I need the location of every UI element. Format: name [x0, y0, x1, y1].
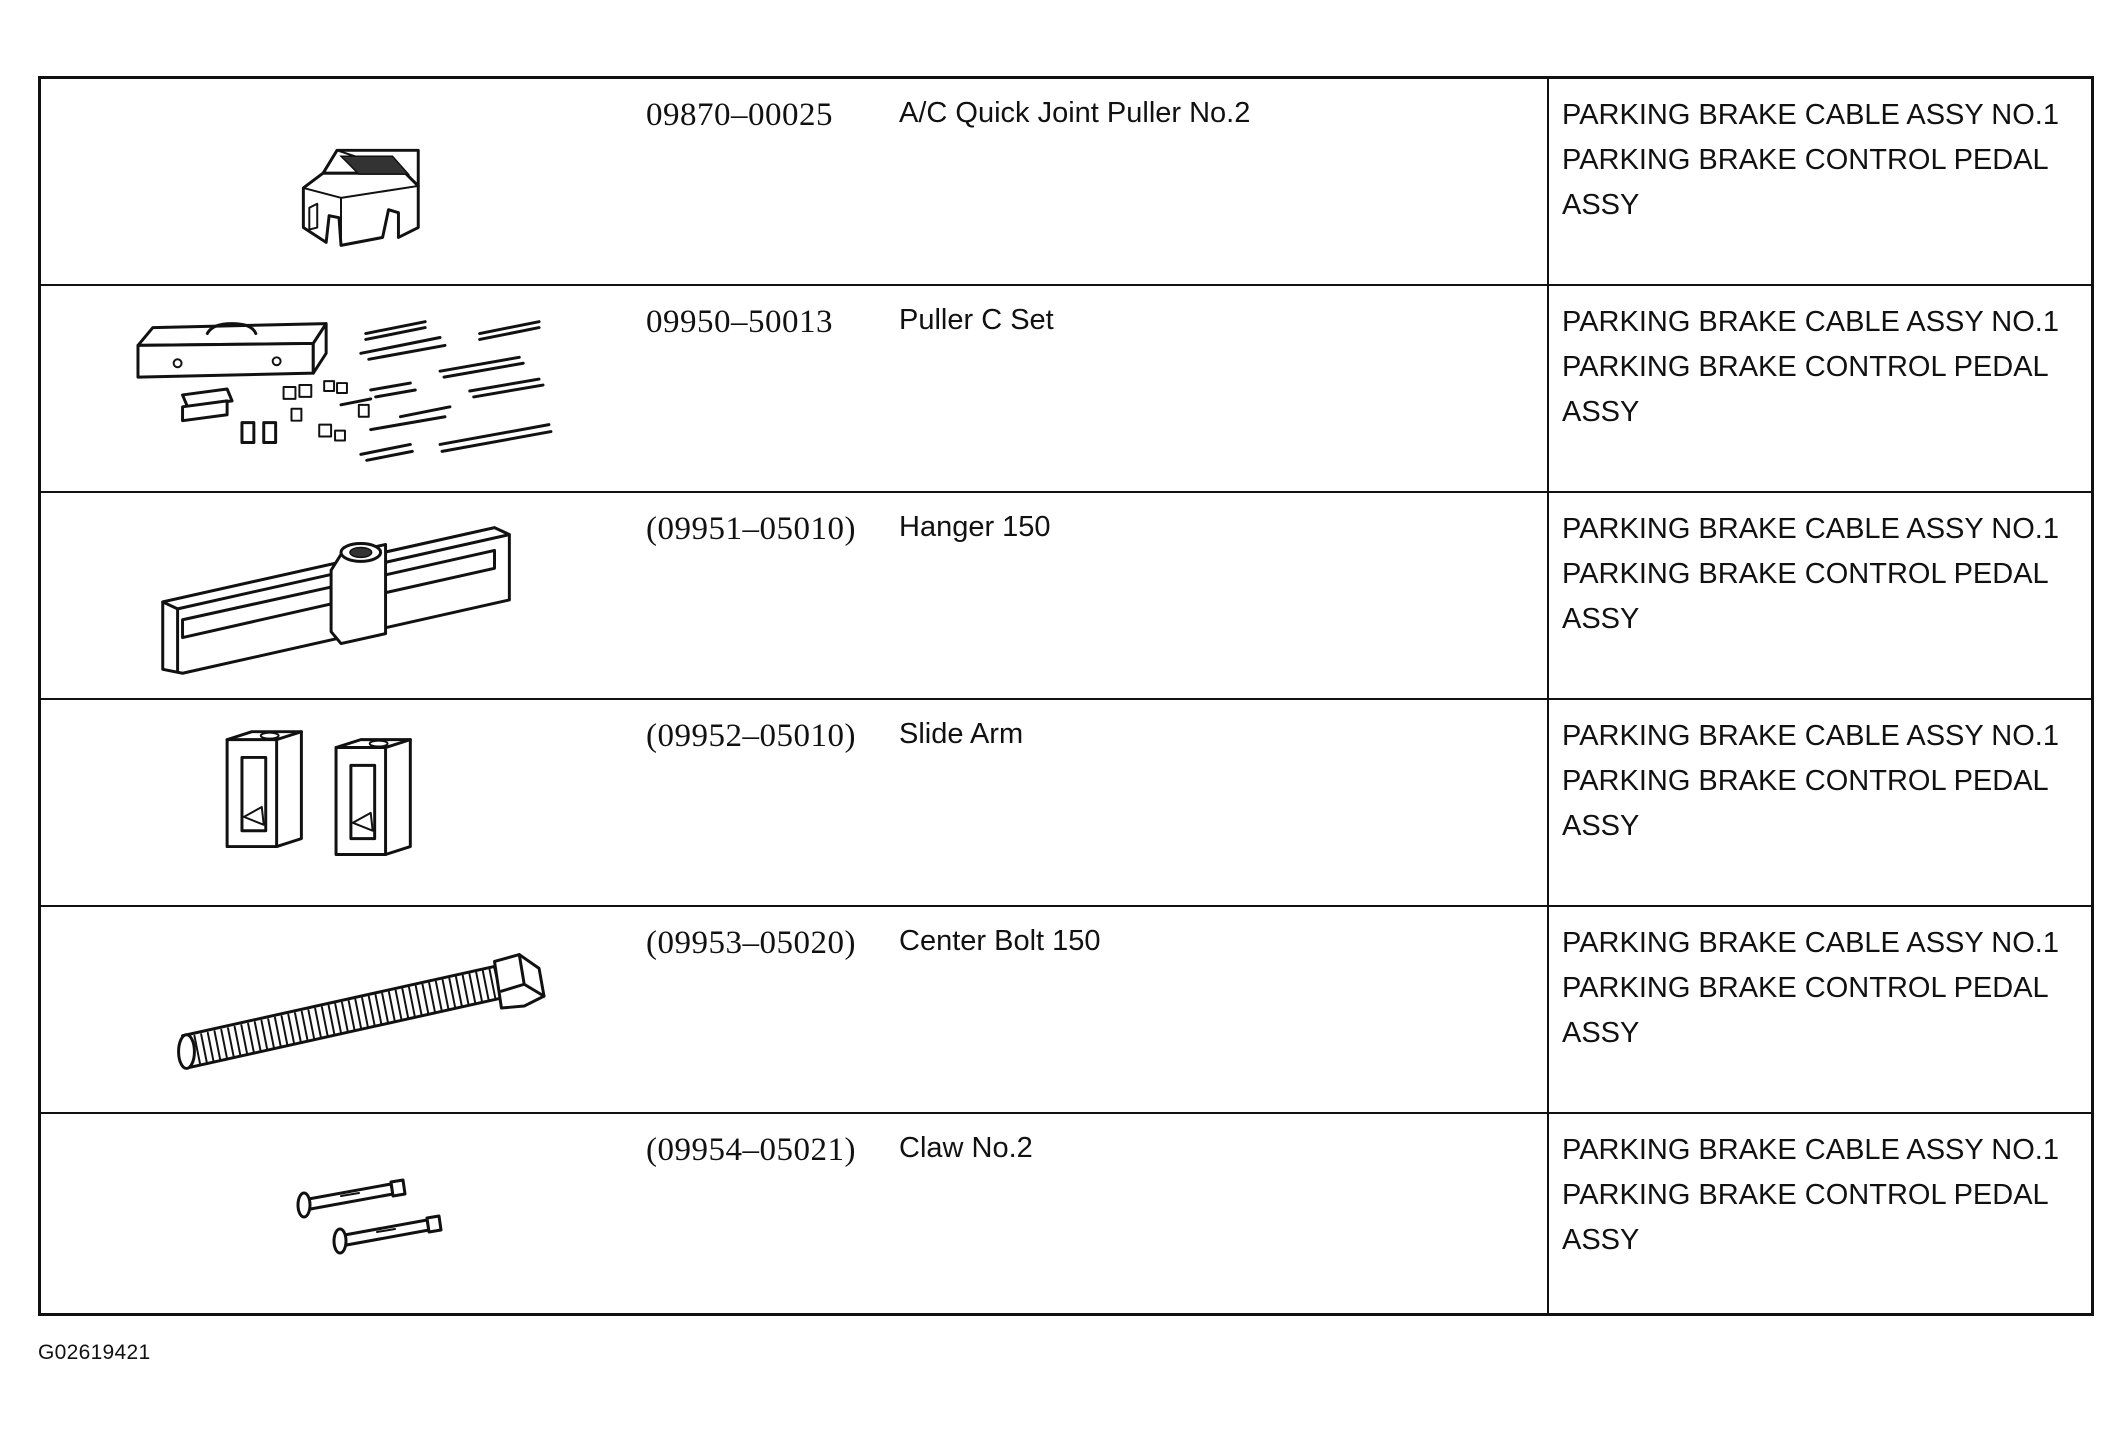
- usage-line: PARKING BRAKE CONTROL PEDAL: [1562, 144, 2049, 176]
- tool-row: (09952–05010) Slide Arm PARKING BRAKE CA…: [41, 700, 2091, 907]
- tool-name: Claw No.2: [899, 1132, 1033, 1164]
- part-number: 09950–50013: [646, 304, 833, 340]
- tool-row: 09950–50013 Puller C Set PARKING BRAKE C…: [41, 286, 2091, 493]
- usage-line: PARKING BRAKE CABLE ASSY NO.1: [1562, 513, 2059, 545]
- usage-line: PARKING BRAKE CABLE ASSY NO.1: [1562, 1134, 2059, 1166]
- usage-line: ASSY: [1562, 810, 1640, 842]
- usage-line: PARKING BRAKE CABLE ASSY NO.1: [1562, 306, 2059, 338]
- part-number: 09870–00025: [646, 97, 833, 133]
- quick-joint-puller-icon: [41, 79, 641, 284]
- usage-line: PARKING BRAKE CABLE ASSY NO.1: [1562, 99, 2059, 131]
- usage-list: PARKING BRAKE CABLE ASSY NO.1 PARKING BR…: [1562, 714, 2092, 849]
- usage-line: PARKING BRAKE CABLE ASSY NO.1: [1562, 720, 2059, 752]
- usage-list: PARKING BRAKE CABLE ASSY NO.1 PARKING BR…: [1562, 1128, 2092, 1263]
- tool-name: Center Bolt 150: [899, 925, 1101, 957]
- usage-list: PARKING BRAKE CABLE ASSY NO.1 PARKING BR…: [1562, 921, 2092, 1056]
- tool-name: A/C Quick Joint Puller No.2: [899, 97, 1251, 129]
- tool-row: (09951–05010) Hanger 150 PARKING BRAKE C…: [41, 493, 2091, 700]
- usage-list: PARKING BRAKE CABLE ASSY NO.1 PARKING BR…: [1562, 300, 2092, 435]
- usage-list: PARKING BRAKE CABLE ASSY NO.1 PARKING BR…: [1562, 507, 2092, 642]
- usage-line: PARKING BRAKE CONTROL PEDAL: [1562, 1179, 2049, 1211]
- slide-arm-icon: [41, 700, 641, 905]
- claw-icon: [41, 1114, 641, 1313]
- usage-line: PARKING BRAKE CONTROL PEDAL: [1562, 558, 2049, 590]
- usage-line: ASSY: [1562, 1224, 1640, 1256]
- part-number: (09954–05021): [646, 1132, 856, 1168]
- tool-name: Hanger 150: [899, 511, 1051, 543]
- part-number: (09952–05010): [646, 718, 856, 754]
- part-number: (09953–05020): [646, 925, 856, 961]
- tool-row: (09954–05021) Claw No.2 PARKING BRAKE CA…: [41, 1114, 2091, 1313]
- tool-name: Slide Arm: [899, 718, 1024, 750]
- usage-column-divider: [1547, 79, 1549, 1313]
- usage-line: ASSY: [1562, 189, 1640, 221]
- hanger-icon: [41, 493, 641, 698]
- special-service-tools-table: 09870–00025 A/C Quick Joint Puller No.2 …: [38, 76, 2094, 1316]
- usage-list: PARKING BRAKE CABLE ASSY NO.1 PARKING BR…: [1562, 93, 2092, 228]
- usage-line: ASSY: [1562, 1017, 1640, 1049]
- usage-line: PARKING BRAKE CABLE ASSY NO.1: [1562, 927, 2059, 959]
- usage-line: PARKING BRAKE CONTROL PEDAL: [1562, 765, 2049, 797]
- usage-line: ASSY: [1562, 396, 1640, 428]
- figure-code: G02619421: [38, 1341, 151, 1364]
- tool-name: Puller C Set: [899, 304, 1054, 336]
- tool-row: (09953–05020) Center Bolt 150 PARKING BR…: [41, 907, 2091, 1114]
- tool-row: 09870–00025 A/C Quick Joint Puller No.2 …: [41, 79, 2091, 286]
- usage-line: PARKING BRAKE CONTROL PEDAL: [1562, 972, 2049, 1004]
- center-bolt-icon: [41, 907, 641, 1112]
- usage-line: PARKING BRAKE CONTROL PEDAL: [1562, 351, 2049, 383]
- puller-set-icon: [41, 286, 641, 491]
- part-number: (09951–05010): [646, 511, 856, 547]
- usage-line: ASSY: [1562, 603, 1640, 635]
